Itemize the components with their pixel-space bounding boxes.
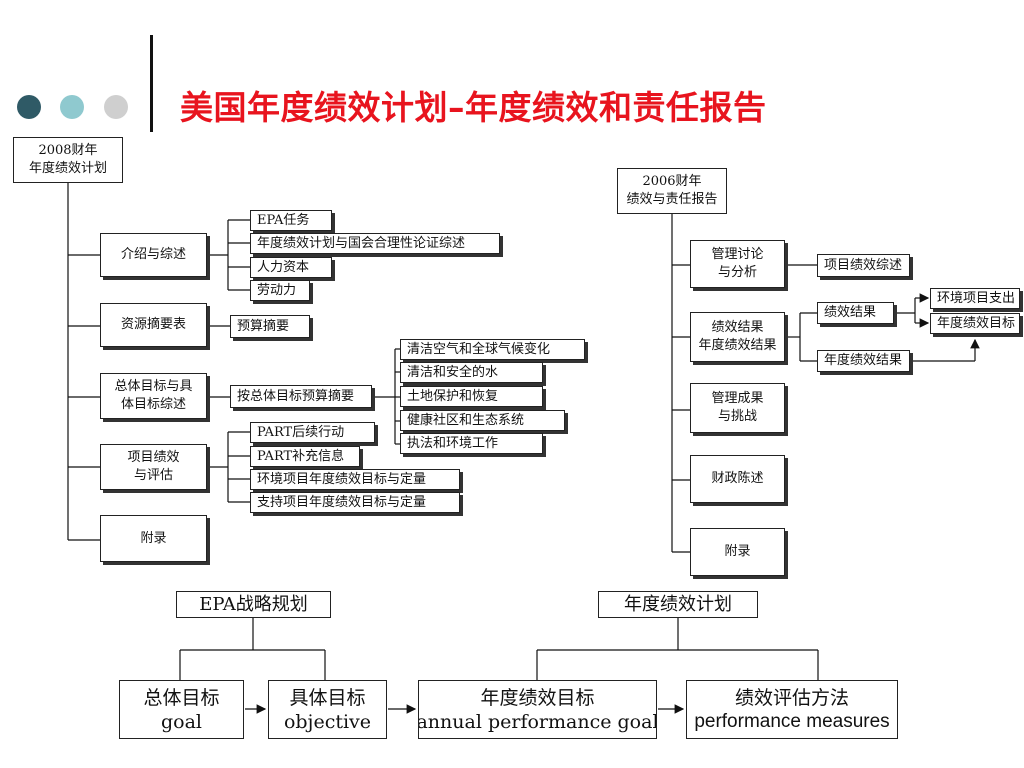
root-line-2: 绩效与责任报告 (626, 192, 718, 207)
dark-dot-icon (17, 95, 41, 119)
item-annual-performance-goals: 年度绩效目标 (930, 313, 1020, 334)
section-performance-results: 绩效结果 年度绩效结果 (690, 312, 785, 362)
item-label: 执法和环境工作 (407, 435, 499, 451)
item-label: 预算摘要 (237, 318, 290, 334)
objective-en: objective (283, 710, 372, 733)
item-label: 年度绩效结果 (824, 353, 903, 368)
section-intro: 介绍与综述 (100, 233, 207, 277)
section-goals-overview: 总体目标与具 体目标综述 (100, 373, 207, 419)
item-annual-plan-summary: 年度绩效计划与国会合理性论证综述 (250, 233, 500, 254)
section-label: 附录 (724, 544, 751, 559)
objective-box: 具体目标 objective (268, 680, 387, 739)
annual-goal-en: annual performance goal (418, 710, 657, 733)
title-divider (150, 35, 153, 132)
item-part-followup: PART后续行动 (250, 422, 375, 443)
goal-en: goal (160, 710, 202, 733)
section-label: 介绍与综述 (120, 247, 186, 262)
section-label-line-1: 绩效结果 (711, 320, 764, 335)
objective-cn: 具体目标 (289, 686, 366, 709)
root-line-2: 年度绩效计划 (28, 161, 107, 176)
section-program-performance: 项目绩效 与评估 (100, 444, 207, 490)
teal-dot-icon (60, 95, 84, 119)
item-label: 支持项目年度绩效目标与定量 (257, 494, 427, 510)
measures-en: performance measures (694, 710, 890, 732)
item-env-program-spending: 环境项目支出 (930, 288, 1020, 309)
section-resource-summary: 资源摘要表 (100, 303, 207, 347)
section-label-line-1: 总体目标与具 (114, 379, 193, 394)
grey-dot-icon (104, 95, 128, 119)
section-label: 附录 (140, 530, 167, 546)
measures-cn: 绩效评估方法 (734, 686, 849, 709)
item-label: 环境项目支出 (937, 290, 1016, 306)
annual-goal-box: 年度绩效目标 annual performance goal (418, 680, 657, 739)
slide-title: 美国年度绩效计划–年度绩效和责任报告 (180, 88, 767, 127)
section-label-line-2: 年度绩效结果 (698, 338, 777, 353)
item-clean-water: 清洁和安全的水 (400, 362, 543, 383)
item-label: 人力资本 (257, 259, 310, 275)
item-label: PART补充信息 (257, 448, 345, 464)
item-label: 年度绩效计划与国会合理性论证综述 (257, 235, 466, 251)
section-label-line-1: 管理讨论 (711, 247, 764, 262)
item-program-performance-overview: 项目绩效综述 (817, 254, 910, 277)
section-report-appendix: 附录 (690, 528, 785, 576)
section-appendix: 附录 (100, 515, 207, 562)
item-annual-performance-results: 年度绩效结果 (817, 350, 910, 372)
annual-performance-plan: 年度绩效计划 (598, 591, 758, 618)
item-performance-results: 绩效结果 (817, 302, 894, 324)
item-epa-mission: EPA任务 (250, 210, 332, 231)
item-budget-by-goal: 按总体目标预算摘要 (230, 385, 372, 408)
report-2006-root: 2006财年 绩效与责任报告 (617, 168, 727, 214)
epa-strategic-plan: EPA战略规划 (176, 591, 331, 618)
item-label: PART后续行动 (257, 424, 345, 440)
item-label: 绩效结果 (824, 305, 877, 320)
section-management-challenges: 管理成果 与挑战 (690, 383, 785, 433)
item-label: 土地保护和恢复 (407, 388, 499, 404)
item-env-program-goals: 环境项目年度绩效目标与定量 (250, 469, 460, 490)
section-label: 财政陈述 (711, 471, 764, 486)
item-label: 年度绩效目标 (937, 315, 1016, 331)
item-enforcement: 执法和环境工作 (400, 433, 543, 454)
item-label: 劳动力 (257, 282, 297, 298)
section-label: 资源摘要表 (120, 317, 186, 332)
plan-2008-root: 2008财年 年度绩效计划 (13, 137, 123, 183)
root-line-1: 2006财年 (642, 174, 702, 189)
section-financial-statements: 财政陈述 (690, 455, 785, 503)
item-label: EPA任务 (257, 212, 310, 228)
goal-cn: 总体目标 (143, 686, 220, 709)
item-part-supplement: PART补充信息 (250, 446, 360, 467)
item-label: 环境项目年度绩效目标与定量 (257, 471, 427, 487)
item-label: 健康社区和生态系统 (407, 412, 525, 428)
item-label: 按总体目标预算摘要 (237, 388, 355, 404)
item-human-capital: 人力资本 (250, 257, 332, 278)
section-label-line-1: 项目绩效 (127, 450, 180, 465)
item-label: 清洁空气和全球气候变化 (407, 341, 551, 357)
item-label: 清洁和安全的水 (407, 364, 499, 380)
goal-box: 总体目标 goal (119, 680, 244, 739)
section-label-line-2: 体目标综述 (120, 397, 186, 412)
section-label-line-2: 与挑战 (717, 409, 757, 424)
section-management-discussion: 管理讨论 与分析 (690, 240, 785, 288)
item-land-protection: 土地保护和恢复 (400, 386, 543, 407)
item-budget-summary: 预算摘要 (230, 315, 310, 338)
section-label-line-1: 管理成果 (711, 391, 764, 406)
measures-box: 绩效评估方法 performance measures (686, 680, 898, 739)
item-clean-air: 清洁空气和全球气候变化 (400, 339, 585, 360)
section-label-line-2: 与评估 (133, 468, 173, 483)
annual-performance-plan-label: 年度绩效计划 (624, 593, 732, 615)
section-label-line-2: 与分析 (717, 265, 757, 280)
root-line-1: 2008财年 (38, 143, 98, 158)
epa-strategic-plan-label: EPA战略规划 (199, 593, 308, 615)
item-support-program-goals: 支持项目年度绩效目标与定量 (250, 492, 460, 513)
item-workforce: 劳动力 (250, 280, 310, 301)
item-healthy-communities: 健康社区和生态系统 (400, 410, 565, 431)
item-label: 项目绩效综述 (824, 257, 903, 273)
annual-goal-cn: 年度绩效目标 (480, 686, 595, 709)
